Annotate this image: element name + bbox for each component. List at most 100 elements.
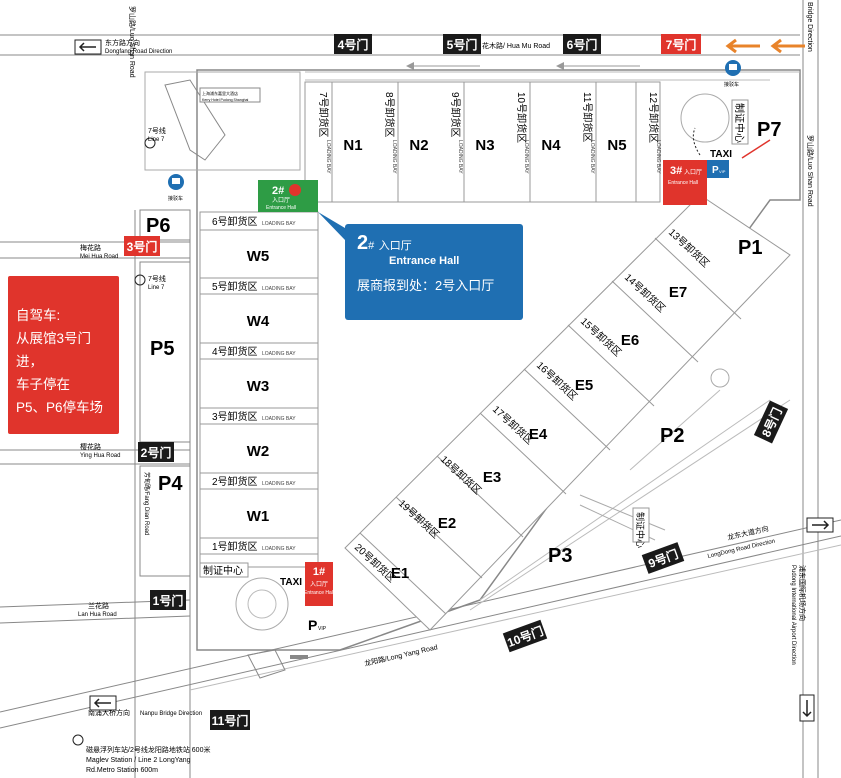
road-lanhua-en: Lan Hua Road (78, 612, 117, 618)
hall-n2: N2 (409, 137, 428, 154)
road-bridge: Bridge Direction (806, 2, 813, 52)
metro-icon (134, 274, 146, 286)
hall-w1: W1 (247, 508, 270, 525)
hotel-label-en: Kerry Hotel Pudong Shanghai (202, 98, 249, 102)
hall-n5: N5 (607, 137, 626, 154)
loading-north-7: 7号卸货区 (317, 92, 330, 138)
bay-label: LOADING BAY (262, 221, 296, 227)
road-yinghua: 樱花路 (80, 442, 101, 451)
hall-e5: E5 (575, 377, 593, 394)
hotel-block (144, 71, 301, 171)
loading-west-5: 5号卸货区 (212, 280, 258, 293)
maglev-line3: Rd.Metro Station 600m (86, 767, 158, 774)
cert-center-north: 制证中心 (733, 103, 746, 143)
parking-p2: P2 (660, 425, 684, 447)
road-luoshan: 罗山路/Luo Shan Road (806, 135, 815, 207)
entrance-1-cn: 入口厅 (310, 581, 328, 588)
info-cn: 入口厅 (378, 240, 412, 252)
bay-label: LOADING BAY (655, 140, 661, 174)
bay-label: LOADING BAY (325, 140, 331, 174)
entrance-2: 2# 入口厅 Entrance Hall (258, 180, 318, 212)
arrow-dongfang (74, 39, 102, 55)
vip-sub-east: VIP (719, 169, 726, 174)
taxi-east: TAXI (710, 149, 732, 160)
hall-n4: N4 (541, 137, 561, 154)
entrance-1-num: 1# (313, 566, 325, 578)
hall-n1: N1 (343, 137, 362, 154)
bay-label: LOADING BAY (262, 546, 296, 552)
bay-label: LOADING BAY (262, 416, 296, 422)
parking-p7: P7 (757, 119, 781, 141)
road-huamu: 花木路/ Hua Mu Road (482, 41, 550, 50)
exhibitor-info-box: 2# 入口厅 Entrance Hall 展商报到处：2号入口厅 (345, 224, 523, 320)
loading-north-10: 10号卸货区 (515, 92, 528, 143)
road-airport-en: Pudong International Airport Direction (790, 565, 796, 665)
cert-center-west: 制证中心 (203, 564, 243, 577)
info-sup: # (368, 240, 375, 252)
hall-w3: W3 (247, 378, 270, 395)
metro-icon (72, 734, 84, 746)
road-longyang: 龙阳路/Long Yang Road (363, 642, 438, 668)
bay-label: LOADING BAY (589, 140, 595, 174)
hotel-label: 上海浦东嘉里大酒店 (202, 90, 238, 96)
entrance-1: 1# 入口厅 Entrance Hall (304, 562, 334, 606)
info-en: Entrance Hall (389, 255, 460, 267)
road-airport: 浦东国际机场方向 (798, 565, 807, 621)
maglev-line2: Maglev Station / Line 2 LongYang (86, 757, 191, 764)
road-meihua-en: Mei Hua Road (80, 254, 118, 260)
gate-2: 2号门 (138, 442, 174, 462)
taxi-west: TAXI (280, 577, 302, 588)
road-meihua: 梅花路 (80, 243, 101, 252)
vip-sub-west: VIP (318, 626, 327, 632)
bay-label: LOADING BAY (262, 286, 296, 292)
line7-en-top: Line 7 (148, 137, 165, 143)
bay-label: LOADING BAY (262, 351, 296, 357)
parking-p5: P5 (150, 338, 174, 360)
entrance-2-num: 2# (272, 185, 284, 197)
road-nanpu: 南浦大桥方向 (88, 708, 130, 717)
bus-stop-label-west: 接驳车 (168, 195, 183, 202)
road-yinghua-en: Ying Hua Road (80, 453, 120, 459)
metro-icon (144, 137, 156, 149)
vip-parking-east: P (712, 165, 719, 176)
road-top-vertical: 罗山路/Luo Shan Road (128, 6, 137, 78)
arrow-airport (799, 694, 815, 722)
driver-line-2: 从展馆3号门进， (16, 331, 92, 369)
hall-e4: E4 (529, 426, 548, 443)
parking-p1: P1 (738, 237, 762, 259)
info-num: 2 (357, 232, 369, 254)
self-drive-note: 自驾车: 从展馆3号门进， 车子停在 P5、P6停车场 (8, 276, 119, 434)
east-halls: E1 E2 E3 E4 E5 E6 E7 (344, 194, 791, 631)
road-longdong: 龙东大道方向 (726, 524, 769, 542)
entrance-3: 3# 入口厅 Entrance Hall (663, 160, 707, 205)
hall-w4: W4 (247, 313, 270, 330)
loading-west-4: 4号卸货区 (212, 345, 258, 358)
maglev-line1: 磁悬浮列车站/2号线龙阳路地铁站 600米 (86, 745, 210, 754)
road-fangdian: 芳甸路/Fang Dian Road (143, 472, 151, 535)
bay-label: LOADING BAY (391, 140, 397, 174)
gate-11: 11号门 (210, 710, 250, 730)
gate-4: 4号门 (334, 34, 372, 54)
loading-west-2: 2号卸货区 (212, 475, 258, 488)
loading-north-11: 11号卸货区 (581, 92, 594, 142)
hall-w2: W2 (247, 443, 270, 460)
road-dongfang-en: Dongfang Road Direction (105, 49, 172, 55)
driver-line-3: 车子停在 (16, 377, 70, 392)
hall-e3: E3 (483, 469, 501, 486)
loading-north-9: 9号卸货区 (449, 92, 462, 138)
vip-parking-west: P (308, 617, 317, 633)
driver-line-1: 自驾车: (16, 308, 61, 323)
hall-e2: E2 (438, 515, 456, 532)
hall-e1: E1 (391, 565, 409, 582)
cert-center-east: 制证中心 (635, 512, 646, 548)
loading-west-3: 3号卸货区 (212, 410, 258, 423)
arrow-nanpu (89, 695, 117, 711)
entrance-1-en: Entrance Hall (304, 590, 334, 596)
hall-w5: W5 (247, 248, 270, 265)
entrance-2-en: Entrance Hall (266, 205, 296, 211)
road-dongfang: 东方路方向 (105, 38, 140, 47)
west-halls: W5 W4 W3 W2 W1 (199, 211, 319, 568)
parking-p6: P6 (146, 215, 170, 237)
entrance-3-cn: 入口厅 (684, 169, 702, 176)
